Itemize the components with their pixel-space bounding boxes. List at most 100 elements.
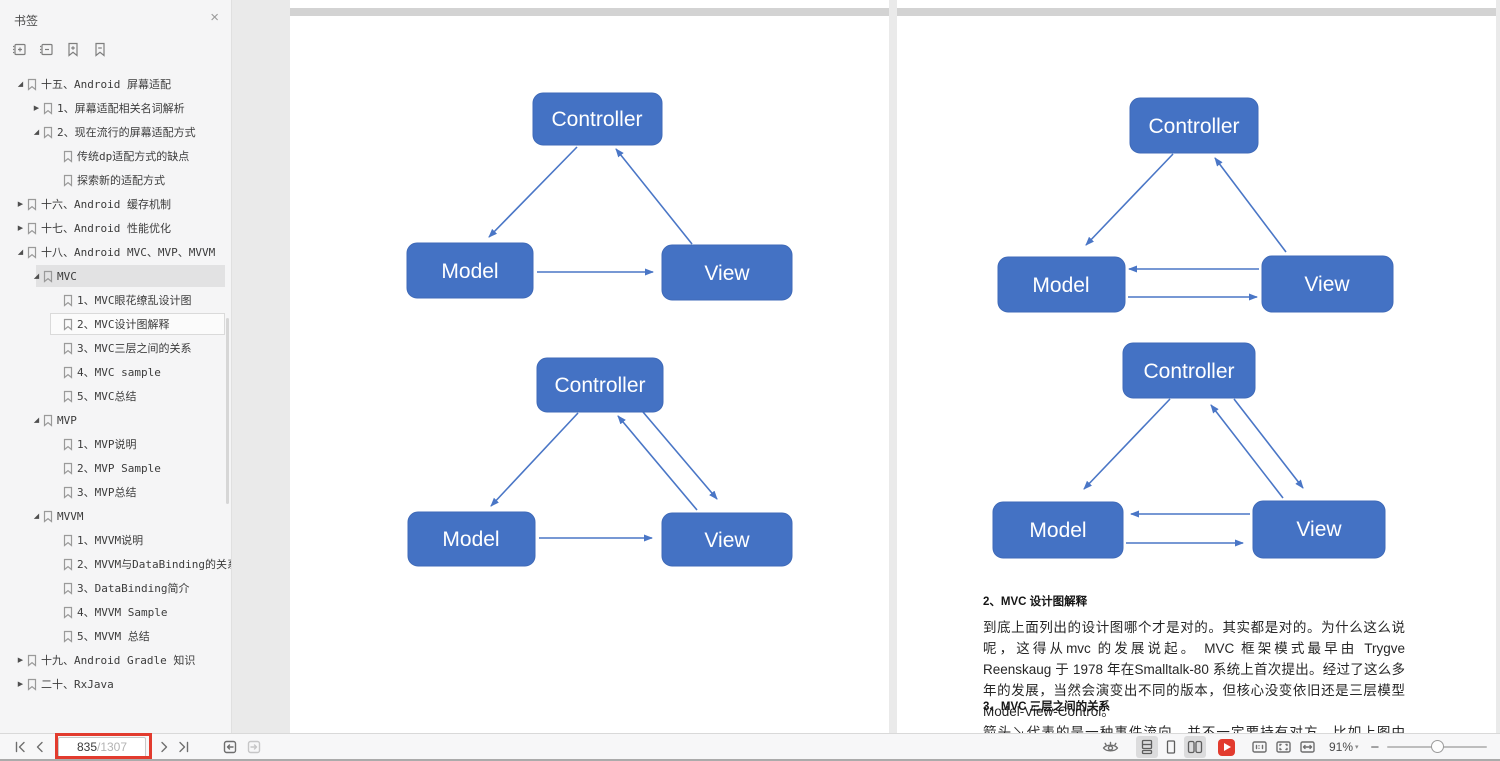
caret-expanded-icon[interactable]: ◢: [17, 249, 24, 256]
model-node: [997, 256, 1126, 313]
auto-play-icon[interactable]: [1218, 738, 1235, 756]
bookmark-tree-item[interactable]: 5、MVC总结: [0, 384, 231, 408]
bookmark-tree-item[interactable]: 2、MVC设计图解释: [0, 312, 231, 336]
bookmark-tree-item[interactable]: ▶ 十六、Android 缓存机制: [0, 192, 231, 216]
bookmark-icon: [27, 198, 41, 211]
bookmark-tree-item[interactable]: ▶十九、Android Gradle 知识: [0, 648, 231, 672]
bookmark-label: 2、MVP Sample: [77, 462, 161, 475]
caret-expanded-icon[interactable]: ◢: [33, 273, 40, 280]
bookmark-tree-item[interactable]: 3、MVP总结: [0, 480, 231, 504]
bookmark-icon: [27, 222, 41, 235]
bookmark-label: 3、MVP总结: [77, 486, 137, 499]
bookmark-tree-item[interactable]: 1、MVVM说明: [0, 528, 231, 552]
caret-expanded-icon[interactable]: ◢: [17, 81, 24, 88]
bookmark-tree-item[interactable]: 5、MVVM 总结: [0, 624, 231, 648]
bookmark-tree-item[interactable]: ▶1、屏幕适配相关名词解析: [0, 96, 231, 120]
actual-size-icon[interactable]: [1249, 737, 1269, 757]
bookmark-tree-item[interactable]: ◢ MVP: [0, 408, 231, 432]
controller-label: Controller: [554, 374, 645, 397]
collapse-all-icon[interactable]: [37, 40, 55, 58]
bookmark-tree-item[interactable]: ◢十八、Android MVC、MVP、MVVM: [0, 240, 231, 264]
bookmark-icon: [63, 486, 77, 499]
bookmark-tree-item[interactable]: 2、MVVM与DataBinding的关系: [0, 552, 231, 576]
bookmark-tree-item[interactable]: 2、MVP Sample: [0, 456, 231, 480]
caret-collapsed-icon[interactable]: ▶: [33, 105, 40, 112]
model-label: Model: [1029, 519, 1086, 542]
bookmark-tree-item[interactable]: ◢十五、Android 屏幕适配: [0, 72, 231, 96]
bookmark-tree-item[interactable]: ▶ 二十、RxJava: [0, 672, 231, 696]
fit-width-icon[interactable]: [1297, 737, 1317, 757]
arrow-controller-to-model: [488, 146, 578, 238]
bookmark-label: 十六、Android 缓存机制: [41, 198, 171, 211]
bookmark-label: 二十、RxJava: [41, 678, 114, 691]
prev-page-icon[interactable]: [30, 737, 50, 757]
next-view-icon: [244, 737, 264, 757]
bookmark-icon: [43, 510, 57, 523]
single-page-icon[interactable]: [1160, 736, 1182, 758]
bookmark-tree-item[interactable]: 传统dp适配方式的缺点: [0, 144, 231, 168]
facing-pages-icon[interactable]: [1184, 736, 1206, 758]
bookmark-label: 十七、Android 性能优化: [41, 222, 171, 235]
bookmark-icon: [63, 150, 77, 163]
bookmark-tree-item[interactable]: 3、DataBinding简介: [0, 576, 231, 600]
bookmarks-panel-header: 书签 ×: [0, 0, 231, 34]
next-page-icon[interactable]: [154, 737, 174, 757]
arrow-controller-to-view: [1233, 398, 1304, 489]
caret-expanded-icon[interactable]: ◢: [33, 417, 40, 424]
caret-expanded-icon[interactable]: ◢: [33, 513, 40, 520]
bookmark-icon: [63, 534, 77, 547]
page-gap: [897, 8, 1496, 16]
document-viewport[interactable]: Controller Model View Controller Model V…: [233, 0, 1500, 733]
arrow-view-to-controller: [1214, 157, 1287, 253]
arrow-view-to-controller: [1210, 404, 1284, 499]
zoom-slider[interactable]: [1387, 737, 1488, 757]
bookmark-icon: [63, 630, 77, 643]
bookmark-tree-item[interactable]: 3、MVC三层之间的关系: [0, 336, 231, 360]
bookmark-tree-item[interactable]: 探索新的适配方式: [0, 168, 231, 192]
delete-bookmark-icon[interactable]: [91, 40, 109, 58]
expand-all-icon[interactable]: [10, 40, 28, 58]
zoom-level-dropdown[interactable]: 91% ▾: [1329, 740, 1359, 754]
caret-collapsed-icon[interactable]: ▶: [17, 225, 24, 232]
bookmark-tree-item[interactable]: 1、MVP说明: [0, 432, 231, 456]
arrow-controller-to-model: [1083, 398, 1171, 490]
caret-expanded-icon[interactable]: ◢: [33, 129, 40, 136]
zoom-slider-knob[interactable]: [1431, 740, 1445, 753]
bookmark-label: 4、MVC sample: [77, 366, 161, 379]
bookmark-label: 1、MVP说明: [77, 438, 137, 451]
caret-collapsed-icon[interactable]: ▶: [17, 657, 24, 664]
read-mode-eye-icon[interactable]: [1100, 737, 1120, 757]
bookmark-label: 3、MVC三层之间的关系: [77, 342, 192, 355]
bookmark-tree-item[interactable]: ▶ 十七、Android 性能优化: [0, 216, 231, 240]
page-number-input[interactable]: 835/1307: [58, 736, 146, 758]
controller-label: Controller: [1148, 115, 1239, 138]
close-icon[interactable]: ×: [210, 9, 219, 26]
bookmark-label: MVP: [57, 413, 77, 427]
chevron-down-icon: ▾: [1355, 744, 1359, 751]
fit-page-icon[interactable]: [1273, 737, 1293, 757]
bookmark-tree: ◢十五、Android 屏幕适配▶1、屏幕适配相关名词解析◢2、现在流行的屏幕适…: [0, 72, 231, 733]
bookmark-tree-item[interactable]: 4、MVVM Sample: [0, 600, 231, 624]
view-node: [661, 512, 793, 567]
caret-collapsed-icon[interactable]: ▶: [17, 681, 24, 688]
zoom-out-icon[interactable]: −: [1370, 738, 1380, 756]
sidebar-scrollbar[interactable]: [226, 318, 229, 504]
previous-view-icon[interactable]: [220, 737, 240, 757]
previous-page-bottom-edge: [897, 0, 1496, 8]
bookmark-icon: [63, 558, 77, 571]
bookmark-tree-item[interactable]: 1、MVC眼花缭乱设计图: [0, 288, 231, 312]
first-page-icon[interactable]: [10, 737, 30, 757]
section-mvc-design-explained: 2、MVC 设计图解释 到底上面列出的设计图哪个才是对的。其实都是对的。为什么这…: [983, 593, 1405, 722]
bookmark-tree-item[interactable]: 4、MVC sample: [0, 360, 231, 384]
last-page-icon[interactable]: [174, 737, 194, 757]
bookmark-tree-item[interactable]: ◢MVVM: [0, 504, 231, 528]
add-bookmark-icon[interactable]: [64, 40, 82, 58]
bookmark-tree-item[interactable]: ◢MVC: [0, 264, 231, 288]
caret-collapsed-icon[interactable]: ▶: [17, 201, 24, 208]
controller-node: [1129, 97, 1259, 154]
bookmark-tree-item[interactable]: ◢2、现在流行的屏幕适配方式: [0, 120, 231, 144]
bookmark-icon: [63, 294, 77, 307]
pdf-page-left: Controller Model View Controller Model V…: [290, 16, 889, 733]
page-gap: [290, 8, 889, 16]
continuous-scroll-icon[interactable]: [1136, 736, 1158, 758]
